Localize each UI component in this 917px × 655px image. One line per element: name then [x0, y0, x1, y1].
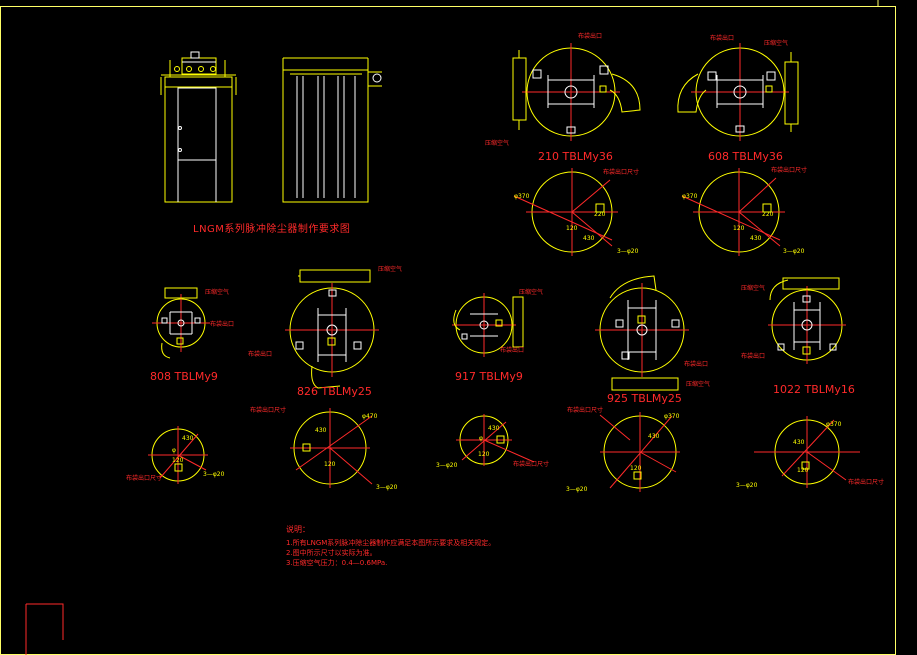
detail-dim-a-917: φ — [479, 435, 483, 442]
detail-holes-917: 3—φ20 — [436, 462, 458, 469]
detail-dim-c-210: 120 — [566, 225, 578, 232]
detail-dim-b-917: 430 — [488, 425, 500, 432]
outlet-tag-1022: 布袋出口 — [741, 352, 765, 360]
detail-dim-b-826: 430 — [315, 427, 327, 434]
outlet-tag-925: 布袋出口 — [684, 360, 708, 368]
detail-tag-826: 布袋出口尺寸 — [250, 406, 286, 414]
hole-detail-1022 — [754, 416, 860, 488]
detail-dim-c-917: 120 — [478, 451, 490, 458]
plan-view-826 — [285, 269, 379, 389]
outlet-tag-210: 布袋出口 — [578, 32, 602, 40]
detail-dim-c-1022: 120 — [797, 467, 809, 474]
plan-view-808 — [152, 287, 210, 359]
air-tag-917: 压缩空气 — [519, 288, 543, 296]
view-label-826: 826 TBLMy25 — [297, 385, 372, 398]
plan-view-925 — [595, 275, 689, 391]
detail-dim-d-210: 220 — [594, 211, 606, 218]
view-label-808: 808 TBLMy9 — [150, 370, 218, 383]
hole-detail-826 — [290, 408, 373, 488]
detail-dim-c-808: 120 — [172, 457, 184, 464]
hole-detail-917 — [456, 414, 535, 466]
detail-dim-c-925: 120 — [630, 465, 642, 472]
detail-dim-b-925: 430 — [648, 433, 660, 440]
side-elevation — [282, 57, 382, 203]
detail-dim-a-808: φ — [172, 447, 176, 454]
hole-detail-210 — [513, 168, 618, 256]
notes-line-2: 2.图中所示尺寸以实际为准。 — [286, 548, 377, 557]
outlet-tag-608: 布袋出口 — [710, 34, 734, 42]
detail-dim-c-608: 120 — [733, 225, 745, 232]
detail-dim-b-808: 430 — [182, 435, 194, 442]
view-label-210: 210 TBLMy36 — [538, 150, 613, 163]
hole-detail-608 — [681, 168, 785, 256]
detail-dim-d-608: 220 — [762, 211, 774, 218]
air-tag-925: 压缩空气 — [686, 380, 710, 388]
detail-dim-a-210: φ370 — [514, 193, 530, 200]
detail-dim-b-608: 430 — [750, 235, 762, 242]
plan-view-608 — [677, 43, 799, 141]
notes-block: 说明： 1.所有LNGM系列脉冲除尘器制作应满足本图所示要求及相关规定。 2.图… — [286, 524, 495, 567]
air-tag-808: 压缩空气 — [205, 288, 229, 296]
detail-holes-808: 3—φ20 — [203, 471, 225, 478]
air-tag-210: 压缩空气 — [485, 139, 509, 147]
view-label-925: 925 TBLMy25 — [607, 392, 682, 405]
air-tag-608: 压缩空气 — [764, 39, 788, 47]
drawing-frame — [0, 0, 896, 655]
notes-line-3: 3.压缩空气压力：0.4—0.6MPa. — [286, 558, 387, 567]
outlet-tag-826: 布袋出口 — [248, 350, 272, 358]
detail-holes-925: 3—φ20 — [566, 486, 588, 493]
hole-detail-808 — [148, 426, 208, 484]
elevation-title: LNGM系列脉冲除尘器制作要求图 — [193, 222, 350, 235]
detail-tag-925: 布袋出口尺寸 — [567, 406, 603, 414]
view-label-1022: 1022 TBLMy16 — [773, 383, 855, 396]
outlet-tag-808: 布袋出口 — [210, 320, 234, 328]
detail-dim-a-608: φ370 — [682, 193, 698, 200]
detail-tag-808: 布袋出口尺寸 — [126, 474, 162, 482]
notes-line-1: 1.所有LNGM系列脉冲除尘器制作应满足本图所示要求及相关规定。 — [286, 538, 495, 547]
hole-detail-925 — [599, 412, 680, 492]
detail-dim-a-826: φ470 — [362, 413, 378, 420]
air-tag-826: 压缩空气 — [378, 265, 402, 273]
detail-tag-917: 布袋出口尺寸 — [513, 460, 549, 468]
detail-dim-b-1022: 430 — [793, 439, 805, 446]
detail-holes-608: 3—φ20 — [783, 248, 805, 255]
outlet-tag-917: 布袋出口 — [500, 346, 524, 354]
front-elevation — [160, 51, 237, 203]
detail-dim-a-1022: φ370 — [826, 421, 842, 428]
detail-tag-210: 布袋出口尺寸 — [603, 168, 639, 176]
detail-tag-608: 布袋出口尺寸 — [771, 166, 807, 174]
notes-heading: 说明： — [286, 524, 310, 534]
detail-dim-c-826: 120 — [324, 461, 336, 468]
air-tag-1022: 压缩空气 — [741, 284, 765, 292]
detail-holes-1022: 3—φ20 — [736, 482, 758, 489]
plan-view-917 — [452, 293, 524, 357]
detail-dim-a-925: φ370 — [664, 413, 680, 420]
plan-view-210 — [512, 43, 641, 141]
view-label-917: 917 TBLMy9 — [455, 370, 523, 383]
plan-view-1022 — [768, 277, 846, 364]
detail-holes-210: 3—φ20 — [617, 248, 639, 255]
detail-tag-1022: 布袋出口尺寸 — [848, 478, 884, 486]
detail-dim-b-210: 430 — [583, 235, 595, 242]
view-label-608: 608 TBLMy36 — [708, 150, 783, 163]
detail-holes-826: 3—φ20 — [376, 484, 398, 491]
